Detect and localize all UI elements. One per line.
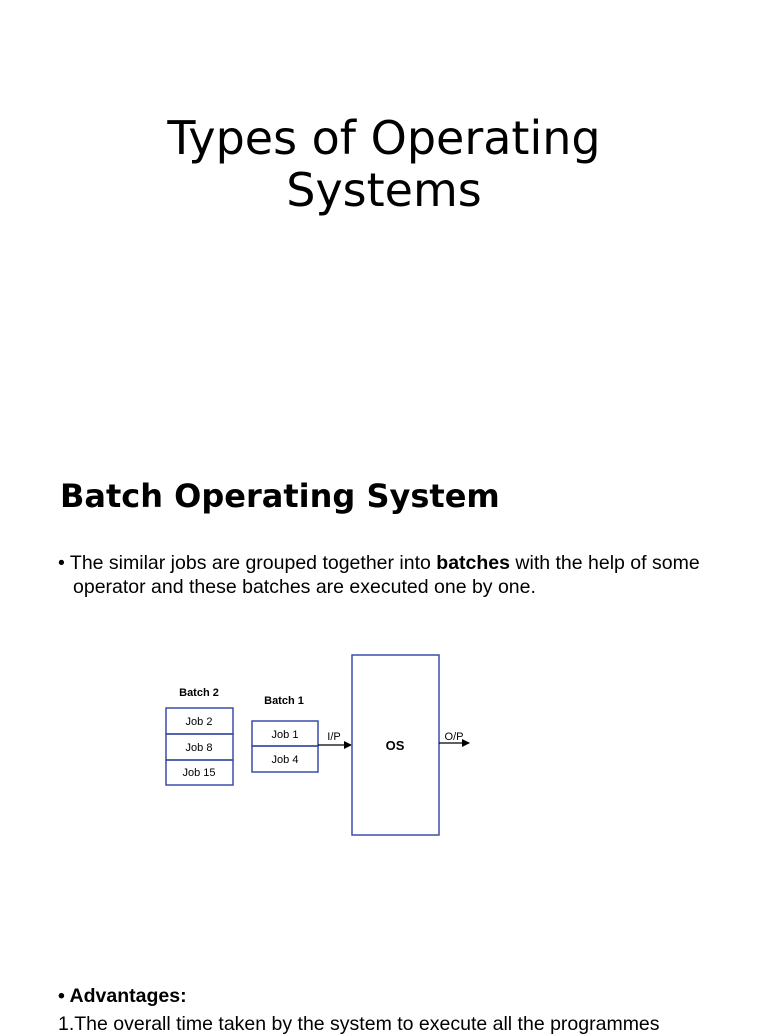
batch2-job-label-3: Job 15 — [182, 767, 215, 779]
os-box — [351, 654, 440, 836]
slide-title: Types of Operating Systems — [0, 112, 768, 216]
bullet-description: • The similar jobs are grouped together … — [58, 551, 733, 599]
output-label: O/P — [445, 731, 464, 743]
os-label: OS — [386, 738, 405, 753]
batch1-label: Batch 1 — [264, 695, 304, 707]
advantages-label: Advantages: — [69, 985, 187, 1007]
batch2-job-box-3 — [165, 759, 234, 786]
input-label: I/P — [327, 731, 340, 743]
bullet-text-post: with the help of some operator and these… — [73, 552, 700, 598]
batch2-label: Batch 2 — [179, 687, 219, 699]
advantages-heading: • Advantages: — [58, 984, 190, 1008]
batch1-job-label-1: Job 1 — [272, 729, 299, 741]
batch2-job-label-1: Job 2 — [186, 716, 213, 728]
section-heading: Batch Operating System — [60, 477, 500, 515]
slide-title-line-1: Types of Operating — [167, 111, 601, 165]
bullet-marker: • — [58, 552, 65, 574]
advantages-item-1: 1.The overall time taken by the system t… — [58, 1013, 660, 1035]
slide-title-line-2: Systems — [286, 163, 482, 217]
batch2-job-label-2: Job 8 — [186, 742, 213, 754]
batch1-job-box-2 — [251, 745, 319, 773]
advantages-marker: • — [58, 985, 65, 1007]
bullet-text-pre: The similar jobs are grouped together in… — [69, 552, 437, 574]
batch1-job-label-2: Job 4 — [272, 754, 299, 766]
bullet-text-bold: batches — [436, 552, 510, 574]
